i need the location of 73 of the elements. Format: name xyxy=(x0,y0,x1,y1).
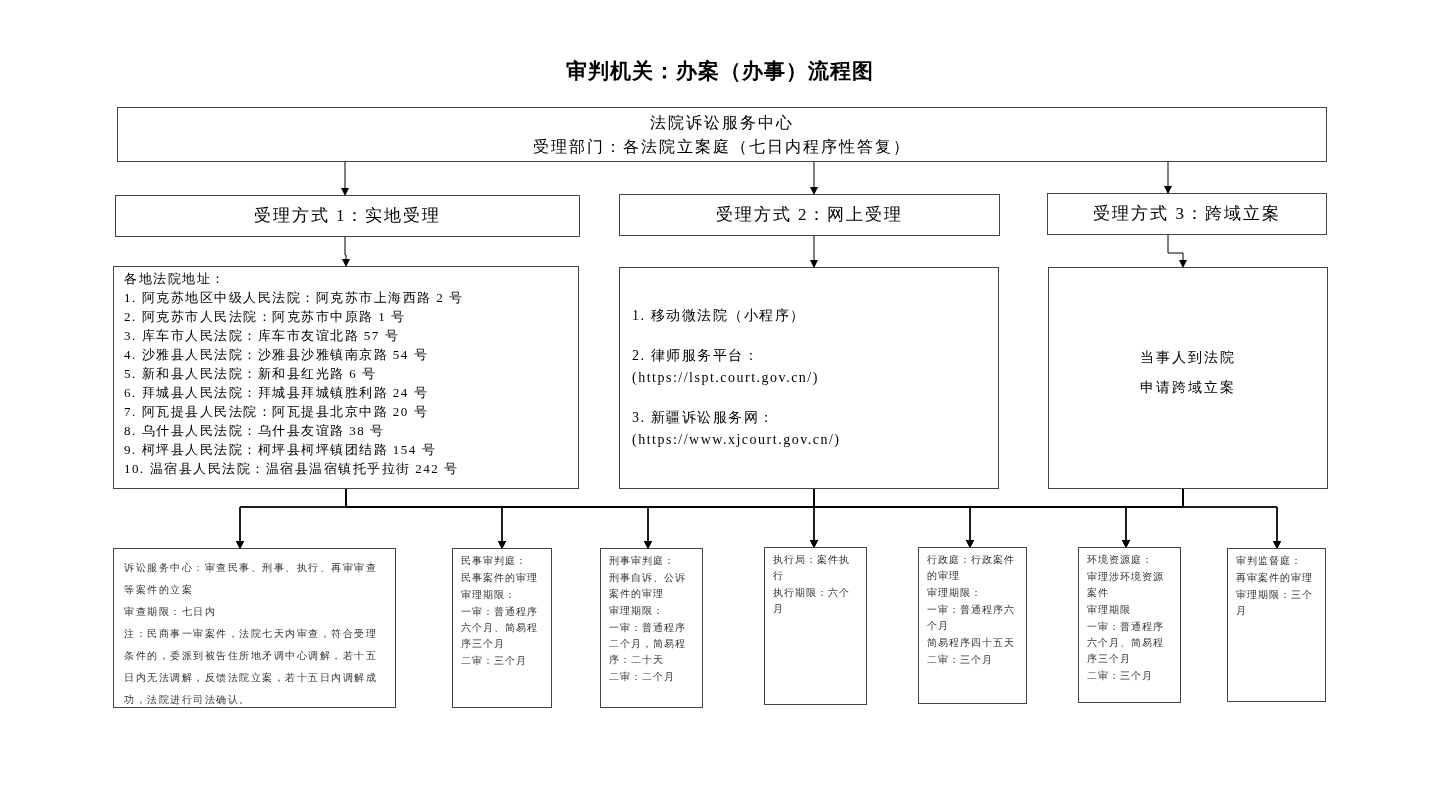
box-text: (https://lspt.court.gov.cn/) xyxy=(632,369,820,387)
box-text: 法院诉讼服务中心 xyxy=(650,112,794,133)
box-text: 再审案件的审理 xyxy=(1236,571,1314,585)
box-text: 审理涉环境资源案件 xyxy=(1087,570,1165,600)
department-box xyxy=(1227,548,1326,702)
cross-region-box xyxy=(1048,267,1328,489)
department-box xyxy=(1078,547,1181,703)
box-text: 二审：三个月 xyxy=(1087,669,1154,683)
box-text: 3. 新疆诉讼服务网： xyxy=(632,409,776,427)
department-box xyxy=(918,547,1027,704)
box-text: 行政庭：行政案件的审理 xyxy=(927,553,1016,583)
box-text: 诉讼服务中心：审查民事、刑事、执行、再审审查等案件的立案 xyxy=(124,561,378,597)
box-text: 一审：普通程序六个月 xyxy=(927,603,1016,633)
box-text: 注：民商事一审案件，法院七天内审查，符合受理条件的，委派到被告住所地矛调中心调解，若十五日内无法调解，反馈法院立案，若十五日内调解成功，法院进行司法确认。 xyxy=(124,627,378,707)
box-text: 各地法院地址： xyxy=(124,270,227,288)
department-box xyxy=(600,548,703,708)
arrow xyxy=(810,235,818,268)
arrow xyxy=(1182,488,1281,549)
box-text: 简易程序四十五天 xyxy=(927,636,1016,650)
service-center-box xyxy=(117,107,1327,162)
box-text: 环境资源庭： xyxy=(1087,553,1154,567)
box-text: 审判监督庭： xyxy=(1236,554,1303,568)
box-text: 3. 库车市人民法院：库车市友谊北路 57 号 xyxy=(124,327,400,345)
box-text: 1. 阿克苏地区中级人民法院：阿克苏市上海西路 2 号 xyxy=(124,289,465,307)
arrow xyxy=(1164,161,1172,194)
online-box xyxy=(619,267,999,489)
arrow xyxy=(1167,234,1187,268)
department-box xyxy=(113,548,396,708)
arrow xyxy=(341,161,349,196)
box-text: 执行期限：六个月 xyxy=(773,586,851,616)
box-text: 一审：普通程序六个月、简易程序三个月 xyxy=(461,605,539,651)
box-text: 民事审判庭： xyxy=(461,554,528,568)
box-text: 8. 乌什县人民法院：乌什县友谊路 38 号 xyxy=(124,422,386,440)
box-text: 审理期限： xyxy=(461,588,517,602)
box-text: 1. 移动微法院（小程序） xyxy=(632,307,807,325)
box-text: 审理期限：三个月 xyxy=(1236,588,1314,618)
diagram-title: 审判机关：办案（办事）流程图 xyxy=(566,58,874,85)
method-box xyxy=(115,195,580,237)
box-text: 执行局：案件执行 xyxy=(773,553,851,583)
address-box xyxy=(113,266,579,489)
box-text: 4. 沙雅县人民法院：沙雅县沙雅镇南京路 54 号 xyxy=(124,346,429,364)
box-text: 民事案件的审理 xyxy=(461,571,539,585)
box-text: 一审：普通程序六个月、简易程序三个月 xyxy=(1087,620,1165,666)
box-text: 2. 律师服务平台： xyxy=(632,347,760,365)
box-text: 10. 温宿县人民法院：温宿县温宿镇托乎拉街 242 号 xyxy=(124,460,460,478)
box-text: (https://www.xjcourt.gov.cn/) xyxy=(632,431,842,449)
method-box xyxy=(1047,193,1327,235)
box-text: 审查期限：七日内 xyxy=(124,605,217,619)
box-text: 受理方式 1：实地受理 xyxy=(253,205,442,228)
box-text: 二审：三个月 xyxy=(461,654,528,668)
box-text: 2. 阿克苏市人民法院：阿克苏市中原路 1 号 xyxy=(124,308,407,326)
box-text: 申请跨域立案 xyxy=(1140,379,1236,397)
department-box xyxy=(764,547,867,705)
box-text: 一审：普通程序二个月，简易程序：二十天 xyxy=(609,621,687,667)
box-text: 7. 阿瓦提县人民法院：阿瓦提县北京中路 20 号 xyxy=(124,403,429,421)
box-text: 6. 拜城县人民法院：拜城县拜城镇胜利路 24 号 xyxy=(124,384,429,402)
box-text: 审理期限： xyxy=(927,586,983,600)
arrow xyxy=(810,161,818,195)
box-text: 刑事自诉、公诉案件的审理 xyxy=(609,571,687,601)
box-text: 受理部门：各法院立案庭（七日内程序性答复） xyxy=(533,136,911,157)
box-text: 二审：二个月 xyxy=(609,670,676,684)
box-text: 二审：三个月 xyxy=(927,653,994,667)
box-text: 审理期限： xyxy=(609,604,665,618)
arrow xyxy=(342,236,350,267)
department-box xyxy=(452,548,552,708)
box-text: 刑事审判庭： xyxy=(609,554,676,568)
box-text: 受理方式 2：网上受理 xyxy=(715,204,904,227)
box-text: 5. 新和县人民法院：新和县红光路 6 号 xyxy=(124,365,378,383)
box-text: 当事人到法院 xyxy=(1140,349,1236,367)
box-text: 审理期限 xyxy=(1087,603,1132,617)
method-box xyxy=(619,194,1000,236)
box-text: 受理方式 3：跨域立案 xyxy=(1093,203,1281,226)
box-text: 9. 柯坪县人民法院：柯坪县柯坪镇团结路 154 号 xyxy=(124,441,437,459)
